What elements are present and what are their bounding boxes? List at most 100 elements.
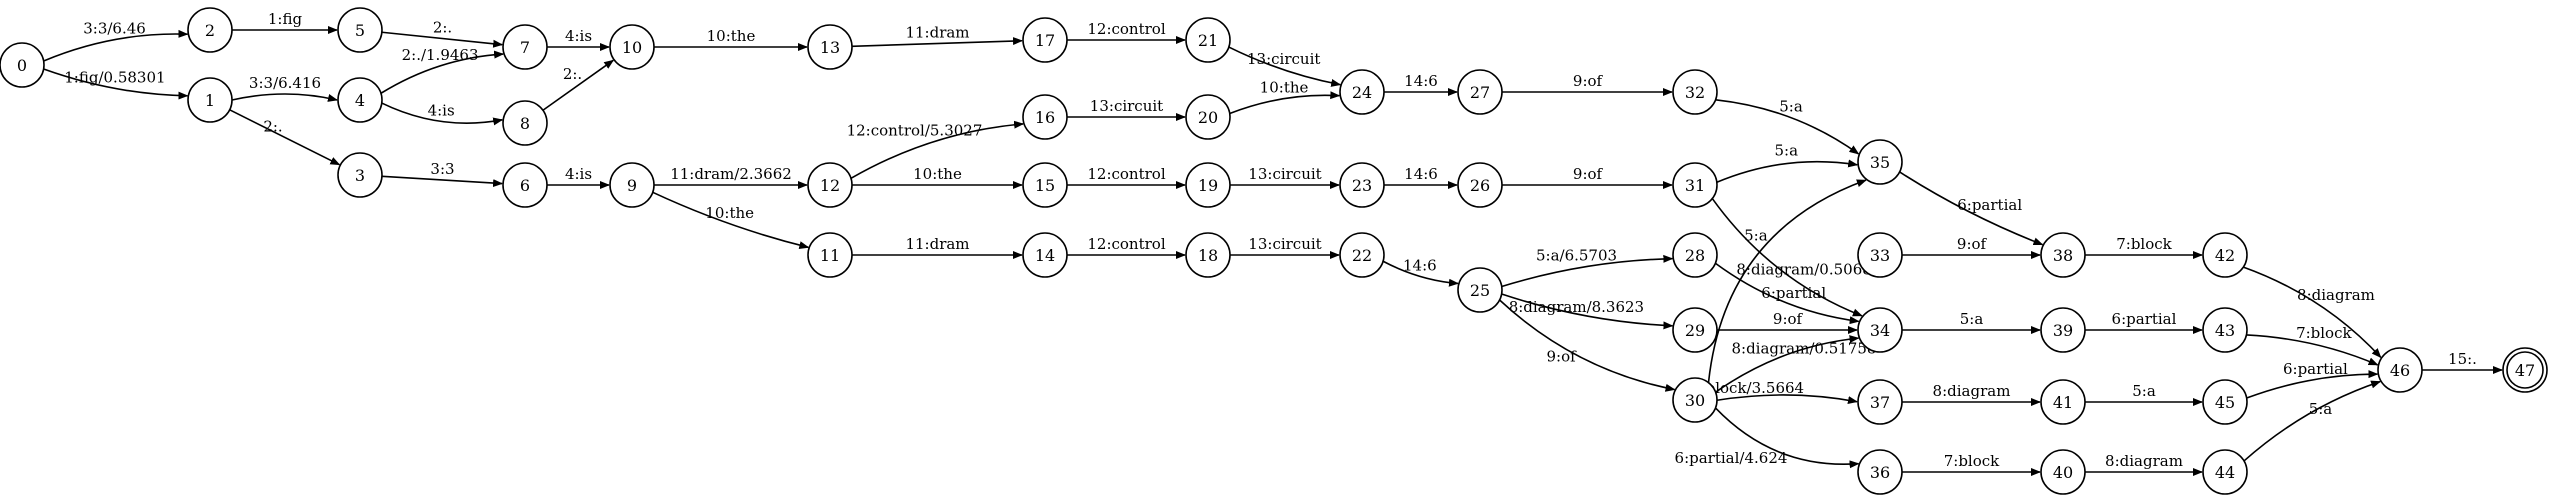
state-circle-30: [1672, 377, 1718, 423]
state-label-18: 18: [1198, 246, 1218, 265]
edge-label-38-42: 7:block: [2116, 235, 2172, 253]
edge-label-30-37: 7:block/3.5664: [1691, 379, 1804, 397]
edge-label-23-26: 14:6: [1404, 165, 1438, 183]
edge-label-1-4: 3:3/6.416: [249, 74, 321, 92]
state-node-10: 10: [609, 24, 655, 70]
state-node-19: 19: [1185, 162, 1231, 208]
state-node-25: 25: [1457, 267, 1503, 313]
state-circle-25: [1457, 267, 1503, 313]
state-label-4: 4: [355, 91, 365, 110]
edge-label-27-32: 9:of: [1573, 72, 1604, 90]
edge-label-18-22: 13:circuit: [1248, 235, 1321, 253]
state-circle-46: [2377, 347, 2423, 393]
edge-label-7-10: 4:is: [565, 27, 592, 45]
edge-30-37: [1716, 394, 1858, 405]
state-circle-8: [502, 100, 548, 146]
state-label-47: 47: [2515, 361, 2535, 380]
state-node-34: 34: [1857, 307, 1903, 353]
edge-label-8-10: 2:.: [563, 65, 582, 83]
edge-label-9-12: 11:dram/2.3662: [670, 165, 792, 183]
state-label-30: 30: [1685, 391, 1705, 410]
state-circle-12: [807, 162, 853, 208]
state-circle-42: [2202, 232, 2248, 278]
state-label-29: 29: [1685, 321, 1705, 340]
edge-45-46: [2246, 370, 2379, 399]
edge-4-7: [380, 50, 505, 94]
state-circle-43: [2202, 307, 2248, 353]
state-node-46: 46: [2377, 347, 2423, 393]
state-node-31: 31: [1672, 162, 1718, 208]
edge-30-34: [1715, 335, 1860, 393]
edge-30-36: [1714, 407, 1860, 469]
edge-label-15-19: 12:control: [1087, 165, 1165, 183]
state-node-20: 20: [1185, 94, 1231, 140]
state-node-29: 29: [1672, 307, 1718, 353]
state-node-22: 22: [1339, 232, 1385, 278]
state-label-33: 33: [1870, 246, 1890, 265]
state-label-7: 7: [520, 38, 530, 57]
state-circle-31: [1672, 162, 1718, 208]
state-circle-2: [187, 7, 233, 53]
state-circle-7: [502, 24, 548, 70]
state-label-14: 14: [1035, 246, 1055, 265]
edge-label-32-35: 5:a: [1779, 98, 1803, 116]
state-node-47: 47: [2502, 347, 2548, 393]
state-label-8: 8: [520, 114, 530, 133]
state-circle-40: [2040, 449, 2086, 495]
edge-label-30-34: 8:diagram/0.51758: [1731, 340, 1876, 358]
state-circle-26: [1457, 162, 1503, 208]
state-label-10: 10: [622, 38, 642, 57]
state-circle-13: [807, 24, 853, 70]
edge-label-25-30: 9:of: [1547, 347, 1578, 365]
state-node-39: 39: [2040, 307, 2086, 353]
state-circle-24: [1339, 69, 1385, 115]
state-node-12: 12: [807, 162, 853, 208]
state-label-36: 36: [1870, 463, 1890, 482]
edge-label-29-34: 9:of: [1773, 310, 1804, 328]
state-circle-36: [1857, 449, 1903, 495]
state-node-41: 41: [2040, 379, 2086, 425]
state-circle-16: [1022, 94, 1068, 140]
edge-label-46-47: 15:.: [2448, 350, 2477, 368]
edge-label-21-24: 13:circuit: [1247, 50, 1320, 68]
state-label-20: 20: [1198, 108, 1218, 127]
state-circle-35: [1857, 139, 1903, 185]
state-node-37: 37: [1857, 379, 1903, 425]
state-circle-19: [1185, 162, 1231, 208]
edge-label-28-34: 6:partial: [1761, 284, 1826, 302]
edge-label-36-40: 7:block: [1944, 452, 2000, 470]
edge-35-38: [1899, 171, 2044, 246]
state-label-41: 41: [2053, 393, 2073, 412]
state-label-11: 11: [820, 246, 840, 265]
edge-label-0-1: 1:fig/0.58301: [64, 68, 165, 86]
state-node-24: 24: [1339, 69, 1385, 115]
state-label-3: 3: [355, 166, 365, 185]
edge-label-41-45: 5:a: [2132, 382, 2156, 400]
state-circle-29: [1672, 307, 1718, 353]
edge-25-30: [1499, 299, 1676, 392]
final-state-inner-ring: [2506, 351, 2544, 389]
state-circle-23: [1339, 162, 1385, 208]
state-label-35: 35: [1870, 153, 1890, 172]
state-node-18: 18: [1185, 232, 1231, 278]
state-label-39: 39: [2053, 321, 2073, 340]
state-circle-28: [1672, 232, 1718, 278]
state-node-5: 5: [337, 7, 383, 53]
state-label-37: 37: [1870, 393, 1890, 412]
state-label-0: 0: [17, 56, 27, 75]
state-label-19: 19: [1198, 176, 1218, 195]
state-label-43: 43: [2215, 321, 2235, 340]
state-circle-41: [2040, 379, 2086, 425]
state-label-28: 28: [1685, 246, 1705, 265]
edge-label-11-14: 11:dram: [905, 235, 969, 253]
state-label-21: 21: [1198, 31, 1218, 50]
edge-label-39-43: 6:partial: [2112, 310, 2177, 328]
state-label-42: 42: [2215, 246, 2235, 265]
state-label-24: 24: [1352, 83, 1372, 102]
state-node-42: 42: [2202, 232, 2248, 278]
state-label-2: 2: [205, 21, 215, 40]
state-node-11: 11: [807, 232, 853, 278]
state-circle-34: [1857, 307, 1903, 353]
state-node-17: 17: [1022, 17, 1068, 63]
